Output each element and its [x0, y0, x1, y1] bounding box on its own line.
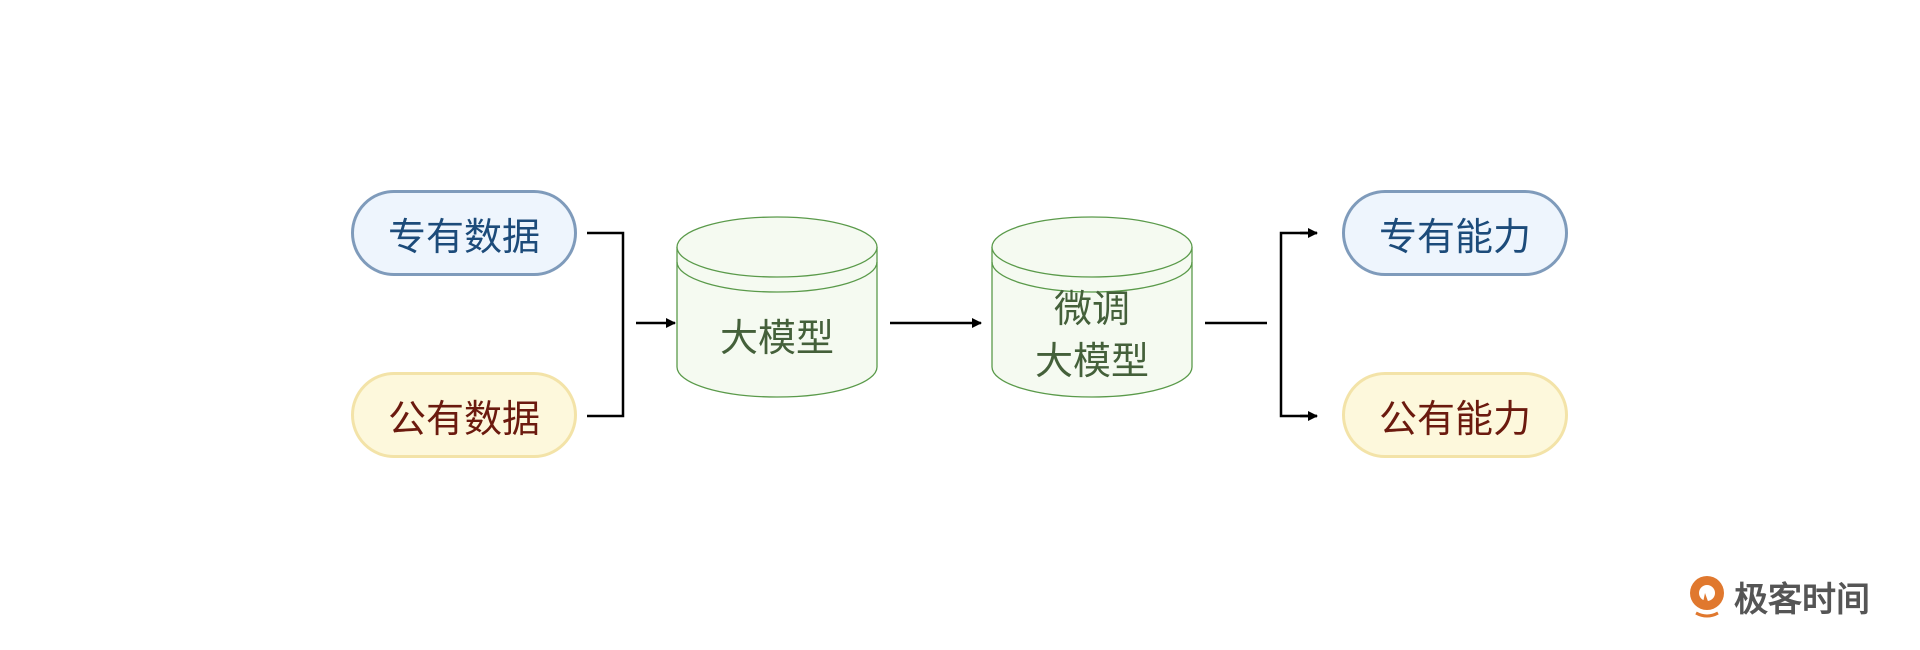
- public-ability-label: 公有能力: [1378, 396, 1531, 441]
- base-model-label: 大模型: [719, 316, 834, 360]
- geektime-logo: 极客时间: [1688, 572, 1870, 621]
- finetuned-model-cylinder: [991, 216, 1193, 398]
- private-data-label: 专有数据: [387, 214, 540, 259]
- private-data-node: 专有数据: [351, 190, 577, 276]
- public-data-label: 公有数据: [387, 396, 540, 441]
- logo-text: 极客时间: [1734, 580, 1870, 620]
- finetuned-label-line2: 大模型: [1034, 339, 1149, 383]
- finetuned-model-label: 微调 大模型: [992, 283, 1192, 387]
- public-data-node: 公有数据: [351, 372, 577, 458]
- output-bracket: [1279, 231, 1317, 418]
- base-model-cylinder: [676, 216, 878, 398]
- private-ability-label: 专有能力: [1378, 214, 1531, 259]
- finetuned-label-line1: 微调: [1053, 287, 1130, 331]
- public-ability-node: 公有能力: [1342, 372, 1568, 458]
- logo-icon: [1690, 575, 1724, 617]
- private-ability-node: 专有能力: [1342, 190, 1568, 276]
- input-bracket: [587, 231, 625, 418]
